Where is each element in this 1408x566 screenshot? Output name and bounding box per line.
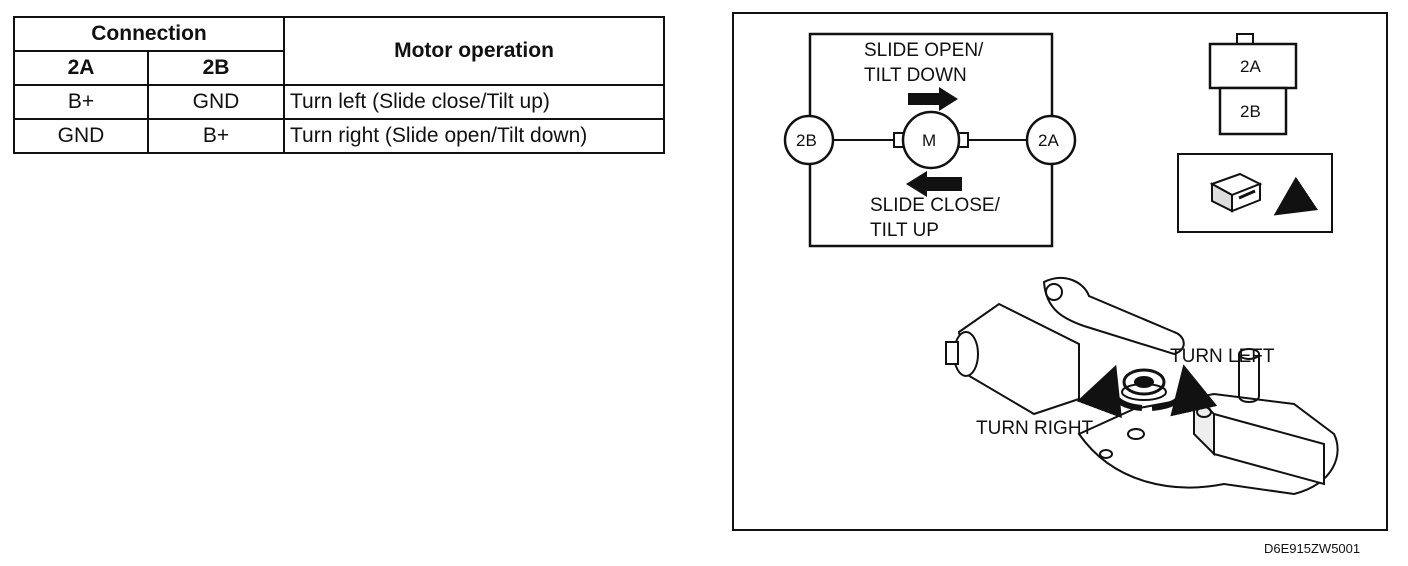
table-row: GND B+ Turn right (Slide open/Tilt down) <box>13 118 665 154</box>
slide-close-label-line2: TILT UP <box>870 220 939 241</box>
cell-2b: GND <box>147 84 285 120</box>
circuit-schematic <box>783 32 1077 248</box>
connector-illustration <box>1208 33 1298 136</box>
figure-code: D6E915ZW5001 <box>1264 541 1361 556</box>
diagram-panel: SLIDE OPEN/ TILT DOWN SLIDE CLOSE/ TILT … <box>732 12 1388 531</box>
terminal-2b-label: 2B <box>796 131 817 150</box>
connector-lower <box>1218 86 1288 136</box>
turn-left-label: TURN LEFT <box>1170 346 1275 367</box>
column-2b-header: 2B <box>147 50 285 86</box>
locator-arrow <box>1273 176 1319 216</box>
table-subheader-row: 2A 2B <box>13 50 664 86</box>
connector-locator-inset <box>1177 153 1333 233</box>
terminal-2b <box>783 114 835 166</box>
table-header-row: Connection Motor operation <box>13 16 665 86</box>
cell-operation: Turn right (Slide open/Tilt down) <box>283 118 665 154</box>
cell-2a: B+ <box>13 84 149 120</box>
sunroof-motor-illustration <box>945 277 1339 496</box>
connector-pin-2a-label: 2A <box>1240 57 1261 76</box>
slide-close-label-line1: SLIDE CLOSE/ <box>870 195 1000 216</box>
diagram-artwork <box>783 32 1339 496</box>
connection-table: Connection Motor operation 2A 2B B+ GND … <box>13 16 665 154</box>
connection-header: Connection <box>13 16 285 52</box>
connector-pin-2b-label: 2B <box>1240 102 1261 121</box>
table-row: B+ GND Turn left (Slide close/Tilt up) <box>13 84 665 120</box>
slide-open-label-line2: TILT DOWN <box>864 65 967 86</box>
cell-2b: B+ <box>147 118 285 154</box>
turn-right-arrow <box>1076 364 1143 419</box>
cell-operation: Turn left (Slide close/Tilt up) <box>283 84 665 120</box>
motor-label: M <box>922 131 937 150</box>
column-2a-header: 2A <box>13 50 149 86</box>
slide-open-label-line1: SLIDE OPEN/ <box>864 40 984 61</box>
connector-upper <box>1208 42 1298 90</box>
motor-symbol <box>901 110 961 170</box>
slide-open-arrow <box>908 87 958 111</box>
turn-right-label: TURN RIGHT <box>976 418 1094 439</box>
cell-2a: GND <box>13 118 149 154</box>
terminal-2a <box>1025 114 1077 166</box>
slide-close-arrow <box>906 171 962 197</box>
terminal-2a-label: 2A <box>1038 131 1059 150</box>
turn-left-arrow <box>1151 364 1218 417</box>
motor-operation-header: Motor operation <box>283 16 665 86</box>
